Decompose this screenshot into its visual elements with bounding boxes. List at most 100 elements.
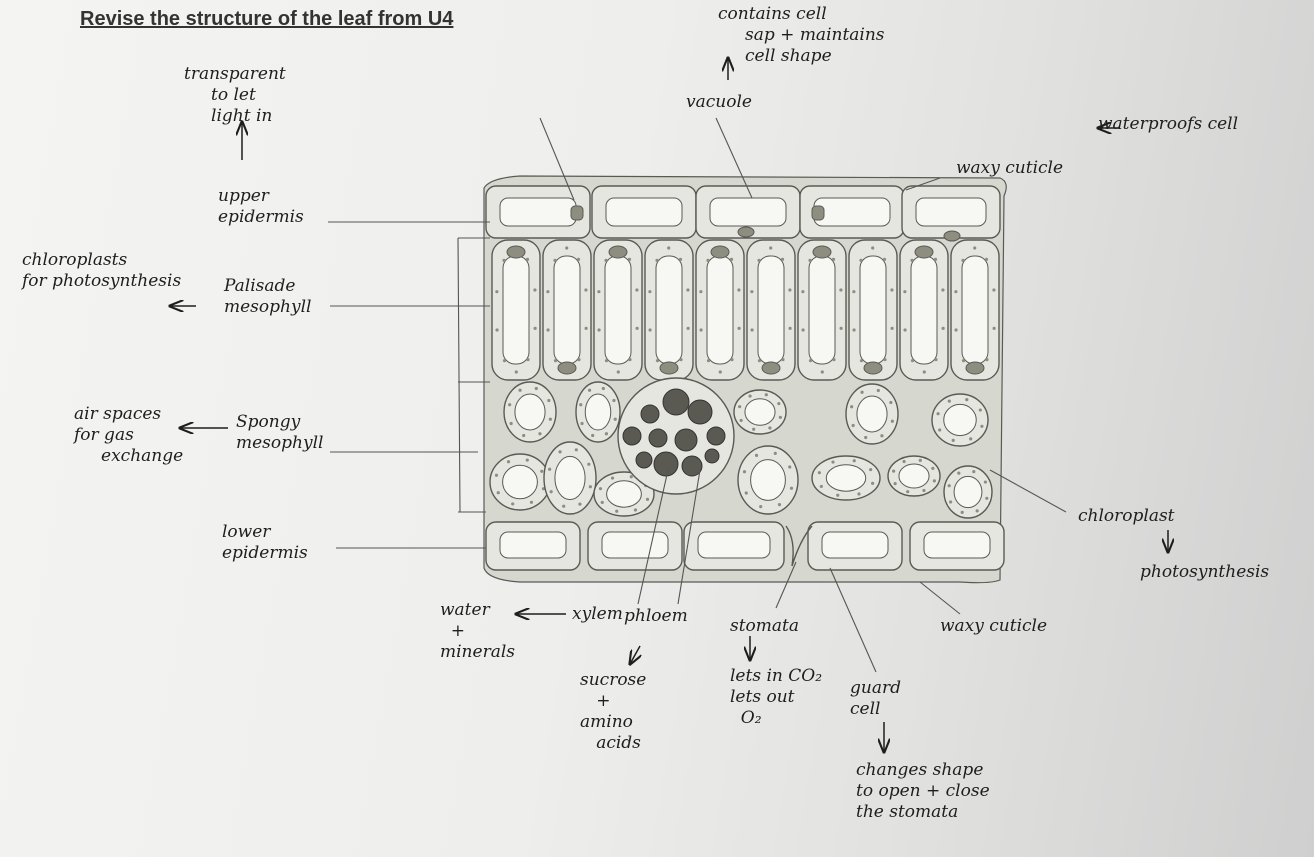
chloroplast-dot <box>645 497 650 501</box>
chloroplast-dot <box>808 359 813 363</box>
nucleus <box>761 361 781 375</box>
chloroplast-dot <box>931 466 935 470</box>
chloroplast-dot <box>577 358 581 362</box>
chloroplast-dot <box>860 390 864 394</box>
chloroplast-dot <box>739 418 743 423</box>
chloroplast-dot <box>750 290 754 294</box>
chloroplast-dot <box>518 388 522 392</box>
vacuole <box>915 197 987 227</box>
chloroplast-dot <box>985 496 989 500</box>
chloroplast-dot <box>748 394 752 398</box>
chloroplast-dot <box>547 398 551 403</box>
chloroplast-dot <box>604 432 609 436</box>
chloroplast-dot <box>869 467 873 472</box>
vacuole <box>961 255 989 365</box>
chloroplast-dot <box>980 424 984 428</box>
chloroplast-dot <box>801 290 805 294</box>
nucleus <box>608 245 628 259</box>
chloroplast-dot <box>961 258 965 262</box>
vacuole <box>605 197 683 227</box>
vacuole <box>757 255 785 365</box>
chloroplast-dot <box>526 358 530 362</box>
leader-line <box>715 117 753 199</box>
chloroplast-dot <box>502 359 507 363</box>
chloroplast-dot <box>957 471 961 475</box>
nucleus <box>557 361 577 375</box>
chloroplast-dot <box>859 359 864 363</box>
chloroplast-dot <box>584 288 588 292</box>
chloroplast-dot <box>882 257 887 261</box>
chloroplast-dot <box>546 290 550 294</box>
chloroplast-dot <box>852 328 856 332</box>
chloroplast-dot <box>851 423 855 428</box>
chloroplast-dot <box>773 451 777 455</box>
chloroplast-dot <box>903 328 907 332</box>
chloroplast-dot <box>819 484 823 489</box>
chloroplast-dot <box>831 257 836 261</box>
leader-line <box>677 469 701 605</box>
chloroplast-dot <box>522 433 526 438</box>
chloroplast-dot <box>742 470 747 474</box>
leader-lines <box>328 117 1067 673</box>
leader-line <box>775 561 797 609</box>
chloroplast-dot <box>738 405 742 409</box>
chloroplast-dot <box>961 359 966 363</box>
vacuole <box>502 464 538 500</box>
chloroplast-dot <box>627 257 632 261</box>
chloroplast-dot <box>948 500 953 504</box>
chloroplast-dot <box>960 510 964 514</box>
chloroplast-dot <box>514 370 518 374</box>
nucleus <box>863 361 883 375</box>
note-waterproofs-cell: waterproofs cell <box>1098 114 1239 134</box>
chloroplast-dot <box>511 502 515 506</box>
chloroplast-dot <box>757 359 762 363</box>
chloroplast-dot <box>941 288 945 292</box>
chloroplast-dot <box>759 505 763 509</box>
chloroplast-dot <box>729 257 734 261</box>
label-waxy-cuticle-top: waxy cuticle <box>956 158 1064 178</box>
vacuole <box>584 393 612 431</box>
nucleus <box>811 205 825 221</box>
chloroplast-dot <box>598 487 603 491</box>
chloroplast-dot <box>985 358 989 362</box>
chloroplast-dot <box>969 437 973 441</box>
chloroplast-dot <box>992 326 996 330</box>
chloroplast-dot <box>496 491 500 495</box>
chloroplast-dot <box>883 358 887 362</box>
chloroplast-dot <box>752 427 756 431</box>
chloroplast-dot <box>737 288 741 292</box>
chloroplast-dot <box>678 257 683 261</box>
nucleus <box>570 205 584 221</box>
vascular-vessel <box>681 455 703 477</box>
label-stomata: stomata <box>730 616 800 636</box>
chloroplast-dot <box>947 484 951 488</box>
chloroplast-dot <box>922 370 926 374</box>
nucleus <box>943 230 961 242</box>
chloroplast-dot <box>580 421 584 426</box>
chloroplast-dot <box>831 460 835 464</box>
chloroplast-dot <box>574 448 578 452</box>
vacuole <box>856 395 888 433</box>
chloroplast-dot <box>597 290 601 294</box>
chloroplast-dot <box>984 257 989 261</box>
chloroplast-dot <box>934 358 938 362</box>
chloroplast-dot <box>548 467 552 471</box>
vacuole <box>813 197 891 227</box>
nucleus <box>506 245 526 259</box>
chloroplast-dot <box>549 490 553 494</box>
chloroplast-dot <box>706 359 711 363</box>
chloroplast-dot <box>890 419 894 423</box>
note-sucrose-amino-acids: sucrose + amino acids <box>580 670 647 753</box>
nucleus <box>914 245 934 259</box>
worksheet-title: Revise the structure of the leaf from U4 <box>80 8 454 30</box>
chloroplast-dot <box>718 370 722 374</box>
note-stomata-gases: lets in CO₂ lets out O₂ <box>730 666 823 728</box>
chloroplast-dot <box>876 388 880 393</box>
bracket-line <box>457 237 490 513</box>
chloroplast-dot <box>757 258 761 262</box>
nucleus <box>659 361 679 375</box>
label-palisade-mesophyll: Palisade mesophyll <box>224 276 312 317</box>
chloroplast-dot <box>525 458 529 462</box>
chloroplast-dot <box>509 421 513 426</box>
label-xylem: xylem <box>572 604 623 624</box>
